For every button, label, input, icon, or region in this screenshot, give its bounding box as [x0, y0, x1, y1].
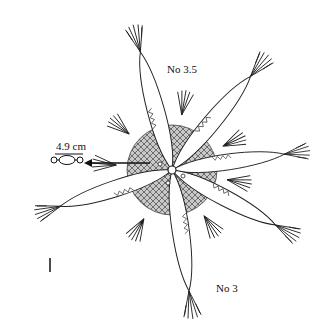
lure-icon	[51, 156, 83, 165]
dimension-line	[55, 154, 83, 155]
hub	[168, 166, 176, 174]
pointer-arrow	[90, 162, 150, 163]
scale-bar	[49, 258, 51, 272]
callout-number: No 3.5	[166, 63, 198, 76]
callout-number: No 3	[215, 282, 239, 295]
long-petal	[32, 23, 311, 321]
dimension-label: 4.9 cm	[55, 140, 87, 153]
